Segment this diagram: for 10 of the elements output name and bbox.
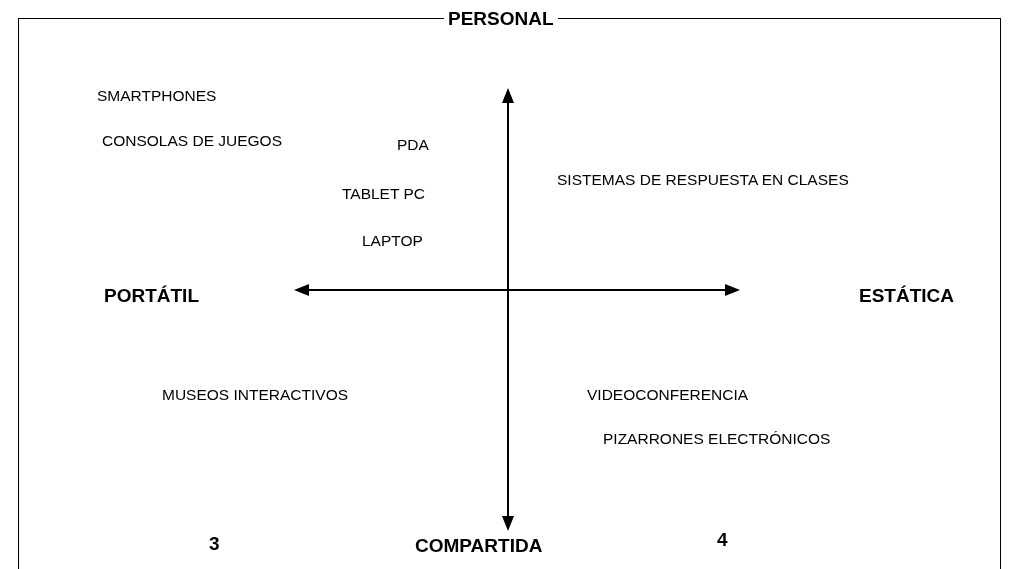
item-label: PDA — [397, 137, 429, 153]
item-label: MUSEOS INTERACTIVOS — [162, 387, 349, 403]
item-label: LAPTOP — [362, 233, 423, 249]
item-label: VIDEOCONFERENCIA — [587, 387, 749, 403]
item-label: SISTEMAS DE RESPUESTA EN CLASES — [557, 172, 849, 188]
item-label: TABLET PC — [342, 186, 425, 202]
axis-label: PERSONAL — [444, 9, 558, 28]
item-label: SMARTPHONES — [97, 88, 217, 104]
item-label: PIZARRONES ELECTRÓNICOS — [603, 431, 831, 447]
item-label: CONSOLAS DE JUEGOS — [102, 133, 282, 149]
